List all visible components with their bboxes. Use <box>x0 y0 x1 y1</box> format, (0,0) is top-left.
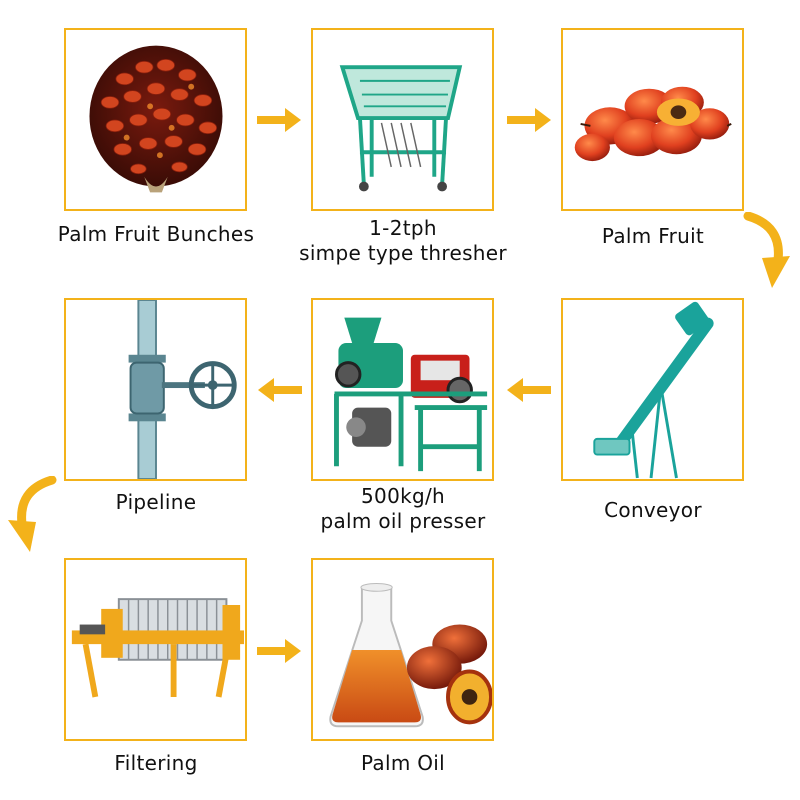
palm-fruit-bunches-label: Palm Fruit Bunches <box>57 222 255 246</box>
filtering-label: Filtering <box>114 751 198 775</box>
arrow-left-icon <box>505 376 553 404</box>
arrow-left-icon <box>256 376 304 404</box>
pipeline-label: Pipeline <box>115 490 197 514</box>
pipeline-image <box>64 298 247 481</box>
palm-fruit-label: Palm Fruit <box>601 224 705 248</box>
oil-presser-image <box>311 298 494 481</box>
presser-capacity: 500kg/h <box>361 484 445 508</box>
curved-arrow-down-icon <box>738 212 792 292</box>
thresher-type: simpe type thresher <box>299 241 507 265</box>
conveyor-label: Conveyor <box>604 498 702 522</box>
thresher-image <box>311 28 494 211</box>
palm-fruit-image <box>561 28 744 211</box>
curved-arrow-down-icon <box>8 476 62 556</box>
thresher-capacity: 1-2tph <box>369 216 437 240</box>
thresher-label: 1-2tph simpe type thresher <box>283 216 523 266</box>
presser-type: palm oil presser <box>320 509 486 533</box>
arrow-right-icon <box>505 106 553 134</box>
arrow-right-icon <box>255 106 303 134</box>
arrow-right-icon <box>255 637 303 665</box>
presser-label: 500kg/h palm oil presser <box>283 484 523 534</box>
palm-oil-label: Palm Oil <box>360 751 446 775</box>
conveyor-image <box>561 298 744 481</box>
palm-fruit-bunches-image <box>64 28 247 211</box>
filter-press-image <box>64 558 247 741</box>
palm-oil-image <box>311 558 494 741</box>
